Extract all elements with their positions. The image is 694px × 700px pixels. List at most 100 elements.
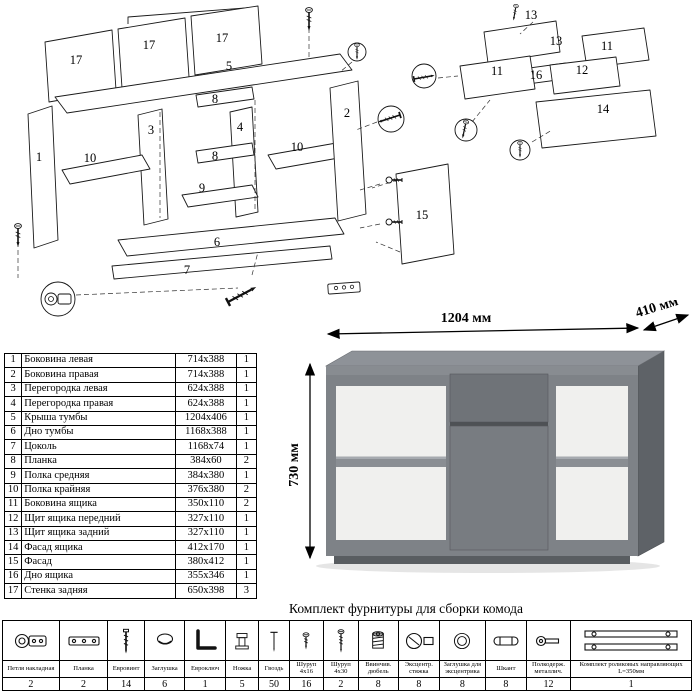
mounting-plate-drawing [327, 281, 361, 295]
part-size: 376x380 [175, 482, 237, 498]
part-name: Перегородка правая [21, 396, 177, 412]
part-qty: 1 [235, 381, 258, 398]
part-label: 11 [601, 39, 613, 53]
part-name: Дно ящика [21, 568, 177, 585]
width-dimension: 1204 мм [441, 311, 492, 326]
part-name: Цоколь [21, 439, 177, 455]
shelf-10-left [61, 154, 151, 185]
part-size: 327x110 [175, 525, 237, 542]
part-qty: 1 [235, 511, 258, 527]
part-label: 4 [237, 120, 244, 134]
part-name: Полка крайняя [21, 482, 177, 498]
hardware-item-qty: 8 [357, 677, 400, 691]
part-name: Щит ящика задний [21, 525, 177, 542]
part-name: Фасад [21, 554, 177, 570]
part-size: 714x388 [175, 352, 237, 369]
hardware-item-name: Шуруп 4x30 [323, 660, 359, 678]
screw-in-dowel-icon [372, 630, 385, 649]
hardware-item-qty: 16 [288, 677, 325, 691]
hardware-item-qty: 2 [2, 677, 60, 691]
right-shelf [556, 459, 628, 467]
callout-circle [377, 105, 405, 133]
shelf-9 [181, 184, 259, 208]
part-name: Дно тумбы [21, 424, 177, 441]
plinth [334, 556, 630, 564]
hardware-item-name: Заглушка для эксцентрика [438, 660, 487, 678]
hardware-item-cell [107, 620, 145, 661]
part-qty: 1 [235, 525, 258, 542]
hardware-item-cell [2, 620, 60, 661]
part-size: 412x170 [175, 540, 237, 556]
part-size: 1204x406 [175, 410, 237, 426]
hardware-item-qty: 5 [224, 677, 260, 691]
part-label: 10 [84, 151, 97, 165]
part-label: 2 [344, 106, 350, 120]
plank-8b [195, 142, 255, 164]
left-shelf [336, 459, 446, 467]
hardware-item-qty: 2 [323, 677, 359, 691]
part-qty: 1 [235, 554, 258, 570]
hardware-item-name: Шкант [485, 660, 527, 678]
part-name: Фасад ящика [21, 540, 177, 556]
drawer-facade-14 [535, 89, 657, 149]
hardware-item-qty: 6 [143, 677, 186, 691]
foot-icon [235, 632, 249, 649]
wooden-dowel-icon [493, 635, 519, 646]
part-label: 10 [291, 140, 304, 154]
side-panel-1 [27, 105, 59, 249]
screw-4x16-icon [303, 631, 310, 650]
hardware-item-name: Ножка [224, 660, 260, 678]
part-qty: 1 [235, 396, 258, 412]
cam-lock-icon [405, 632, 434, 649]
hardware-icons-row [2, 620, 692, 661]
part-size: 624x388 [175, 396, 237, 412]
door-front [449, 425, 549, 551]
hardware-item-name: Заглушка [143, 660, 186, 678]
confirmat-screw-icon [224, 281, 260, 308]
hardware-item-cell [224, 620, 260, 661]
hardware-item-name: Планка [58, 660, 109, 678]
cap-icon [156, 632, 173, 645]
drawer-side-11-left [459, 55, 536, 100]
dresser-top-rail [326, 366, 638, 375]
hardware-names-row: Петля накладная Планка Евровинт Заглушка… [2, 660, 692, 678]
part-qty: 2 [235, 482, 258, 498]
part-label: 8 [212, 149, 218, 163]
part-size: 624x388 [175, 381, 237, 398]
shelf-support-icon [536, 635, 560, 646]
hardware-item-name: Шуруп 4x16 [288, 660, 325, 678]
hardware-item-qty: 50 [258, 677, 290, 691]
part-label: 15 [416, 208, 429, 222]
part-qty: 2 [235, 453, 258, 470]
screw-icon [510, 3, 520, 22]
hardware-item-qty: 8 [438, 677, 487, 691]
part-num: 6 [3, 424, 23, 441]
hardware-item-qty: 14 [107, 677, 145, 691]
part-label: 12 [576, 63, 589, 77]
back-panel-17-3 [190, 5, 263, 76]
depth-dimension: 410 мм [634, 300, 680, 321]
top-panel-5 [54, 53, 353, 114]
side-panel-2 [329, 80, 367, 222]
exploded-assembly-diagram: 17 17 17 5 1 10 3 8 4 8 9 10 2 6 7 15 13… [13, 3, 657, 317]
product-render: 1204 мм 410 мм 730 мм [287, 300, 690, 573]
hardware-item-qty: 8 [398, 677, 440, 691]
part-size: 650x398 [175, 583, 237, 599]
part-num: 14 [3, 540, 23, 556]
part-num: 12 [3, 511, 23, 527]
cabinet-panels [27, 5, 657, 295]
hardware-item-cell [525, 620, 572, 661]
part-size: 384x380 [175, 468, 237, 484]
hardware-item-qty: 8 [485, 677, 527, 691]
part-label: 17 [70, 53, 83, 67]
part-size: 1168x388 [175, 424, 237, 441]
